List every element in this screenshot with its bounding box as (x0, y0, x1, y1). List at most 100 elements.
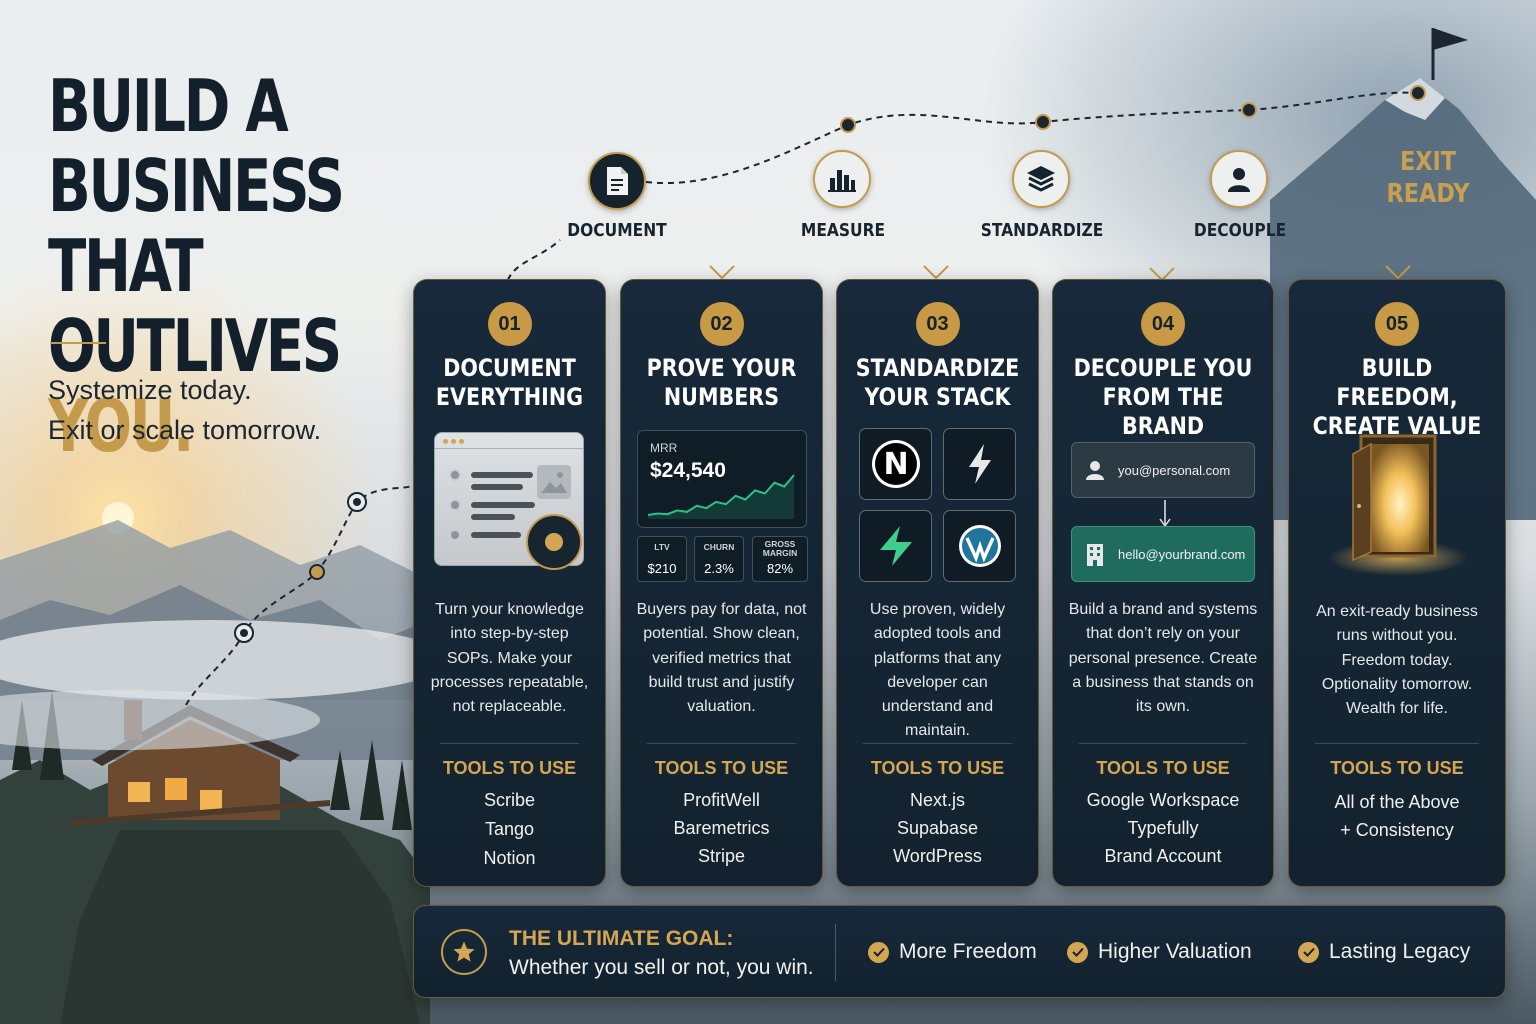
card-title-line-2: FROM THE BRAND (1102, 383, 1224, 440)
card-title: STANDARDIZE YOUR STACK (851, 354, 1024, 412)
step-label-decouple: DECOUPLE (1193, 220, 1287, 241)
card-number-badge: 05 (1375, 302, 1419, 346)
metric-churn: CHURN 2.3% (694, 536, 744, 582)
card-title-line-1: DOCUMENT (443, 354, 576, 382)
check-icon (1298, 941, 1319, 963)
mrr-trend-area (648, 475, 794, 519)
bar-chart-icon (813, 150, 871, 208)
tools-heading: TOOLS TO USE (1096, 758, 1230, 778)
supabase-icon (879, 526, 912, 566)
tools-list: Next.js Supabase WordPress (837, 786, 1038, 870)
card-divider (863, 743, 1012, 744)
lightning-tile (943, 428, 1016, 500)
card-divider (440, 743, 579, 744)
tool-item: Scribe (483, 790, 536, 810)
tools-list: ProfitWell Baremetrics Stripe (621, 786, 822, 870)
card-title: DOCUMENT EVERYTHING (427, 354, 591, 412)
card-document-everything: 01 DOCUMENT EVERYTHING Turn your knowled… (413, 279, 606, 887)
tool-item: Tango (484, 819, 535, 839)
card-title-line-1: STANDARDIZE (855, 354, 1020, 382)
personal-email: you@personal.com (1118, 462, 1231, 478)
hero-subtitle: Systemize today. Exit or scale tomorrow. (48, 370, 321, 450)
metric-label: CHURN (703, 542, 735, 552)
benefit-label: Lasting Legacy (1329, 940, 1471, 963)
card-divider (647, 743, 796, 744)
card-number-badge: 03 (915, 302, 960, 346)
hero-title: BUILD A BUSINESS THAT OUTLIVES YOU. (48, 66, 454, 466)
card-title-line-1: PROVE YOUR (646, 354, 797, 382)
lightning-icon (968, 444, 991, 484)
card-title-line-1: DECOUPLE YOU (1073, 354, 1253, 382)
record-disc-icon (526, 514, 582, 570)
summit-label-line-1: EXIT (1399, 147, 1457, 177)
open-door-icon (1328, 434, 1468, 576)
card-title: DECOUPLE YOU FROM THE BRAND (1068, 354, 1257, 441)
card-description: Build a brand and systems that don’t rel… (1068, 601, 1258, 716)
card-divider (1315, 743, 1479, 744)
metric-value: $210 (647, 561, 677, 576)
supabase-logo-tile (859, 510, 932, 582)
card-title-line-2: NUMBERS (663, 383, 780, 411)
personal-email-box: you@personal.com (1071, 442, 1255, 498)
hero-divider (50, 342, 106, 344)
star-icon (441, 929, 487, 975)
card-description: An exit-ready business runs without you.… (1316, 603, 1478, 718)
layers-icon (1012, 150, 1070, 208)
wordpress-logo-tile (943, 510, 1016, 582)
tool-item: Notion (483, 848, 536, 868)
tools-heading: TOOLS TO USE (654, 758, 789, 778)
tool-item: Google Workspace (1086, 790, 1240, 810)
tool-item: Next.js (909, 790, 965, 810)
building-icon (1072, 542, 1118, 566)
card-divider (1079, 743, 1247, 744)
benefit-label: More Freedom (899, 940, 1037, 963)
benefit-more-freedom: More Freedom (868, 940, 1037, 964)
tool-item: All of the Above (1334, 792, 1460, 812)
tools-list: All of the Above + Consistency (1289, 788, 1505, 844)
goal-title: THE ULTIMATE GOAL: (509, 927, 734, 950)
brand-email: hello@yourbrand.com (1118, 546, 1246, 562)
nextjs-letter: N (883, 447, 908, 482)
benefit-lasting-legacy: Lasting Legacy (1298, 940, 1470, 964)
hero-title-line-3: YOU. (48, 384, 194, 468)
wordpress-icon (958, 525, 1001, 567)
card-standardize-your-stack: 03 STANDARDIZE YOUR STACK N Use proven, … (836, 279, 1039, 887)
tool-item: Stripe (697, 846, 746, 866)
tool-item: + Consistency (1340, 820, 1454, 840)
document-icon (588, 152, 646, 210)
tool-item: Typefully (1127, 818, 1199, 838)
metric-ltv: LTV $210 (637, 536, 687, 582)
summit-label: EXIT READY (1378, 146, 1478, 210)
brand-email-box: hello@yourbrand.com (1071, 526, 1255, 582)
benefit-label: Higher Valuation (1098, 940, 1252, 963)
step-label-standardize: STANDARDIZE (980, 220, 1104, 241)
hero-subtitle-line-1: Systemize today. (48, 375, 252, 405)
nextjs-logo-tile: N (859, 428, 932, 500)
card-prove-your-numbers: 02 PROVE YOUR NUMBERS MRR $24,540 LTV $2… (620, 279, 823, 887)
card-number-badge: 01 (487, 302, 532, 346)
step-label-measure: MEASURE (800, 220, 886, 241)
card-title: BUILD FREEDOM, CREATE VALUE (1304, 354, 1490, 441)
goal-text: Whether you sell or not, you win. (509, 956, 814, 979)
arrow-down-icon (1159, 500, 1171, 528)
metric-gross-margin: GROSS MARGIN 82% (752, 536, 808, 582)
nextjs-icon: N (871, 440, 920, 488)
hero-title-line-2: THAT OUTLIVES (48, 224, 342, 388)
tools-heading: TOOLS TO USE (442, 758, 577, 778)
image-placeholder-icon (537, 465, 571, 499)
check-icon (868, 941, 889, 963)
mrr-trend-chart (647, 474, 795, 519)
metric-value: 82% (766, 561, 794, 576)
mrr-value: $24,540 (650, 459, 726, 482)
mrr-panel: MRR $24,540 (637, 430, 807, 528)
tool-item: Baremetrics (673, 818, 770, 838)
check-icon (1067, 941, 1088, 963)
card-build-freedom: 05 BUILD FREEDOM, CREATE VALUE An exit-r… (1288, 279, 1506, 887)
user-icon (1210, 150, 1268, 208)
card-number-badge: 02 (699, 302, 744, 346)
tools-heading: TOOLS TO USE (870, 758, 1005, 778)
benefit-higher-valuation: Higher Valuation (1067, 940, 1252, 964)
card-number-badge: 04 (1141, 302, 1185, 346)
tool-item: ProfitWell (683, 790, 760, 810)
tool-item: WordPress (893, 846, 982, 866)
